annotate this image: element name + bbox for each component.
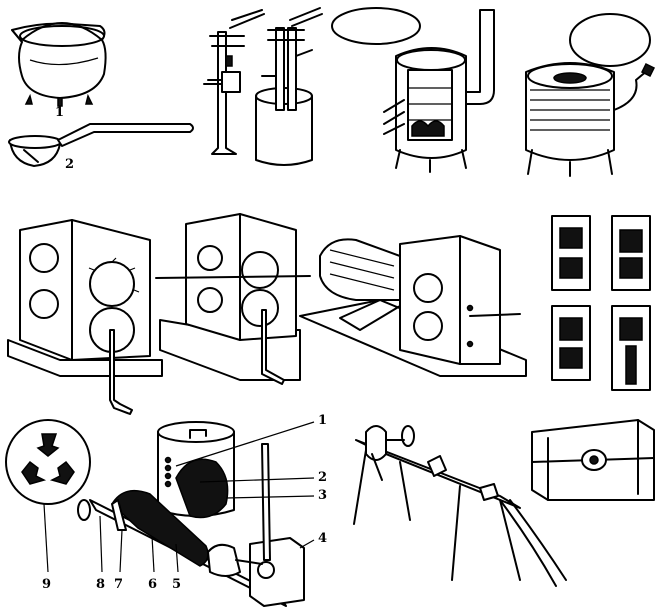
callout-label: 2 [65,157,75,172]
dipping-stand-left [203,9,265,155]
callout-label: 2 [318,470,328,485]
callout-label: 7 [114,577,124,592]
callout-label: 5 [172,577,182,592]
coal-furnace [331,7,495,173]
draw-bench [353,425,567,587]
hand-rolling-mill-1 [7,219,163,415]
callout-label: 1 [55,105,65,120]
callout-label: 1 [318,413,328,428]
melting-pot [11,22,107,107]
dipping-stand-right [255,7,323,166]
ladle [8,123,194,167]
split-die-block [531,419,655,501]
motorized-rolling-mill [299,235,527,377]
callout-label: 4 [318,531,328,546]
callout-label: 6 [148,577,158,592]
callout-label: 8 [96,577,106,592]
roll-profiles [551,215,651,391]
electric-furnace [525,13,656,177]
hand-rolling-mill-2 [155,213,311,385]
extrusion-die-plate [5,419,91,505]
callout-label: 9 [42,577,52,592]
extruder [77,421,305,607]
callout-label: 3 [318,488,328,503]
callout-leader-lines [43,421,315,573]
